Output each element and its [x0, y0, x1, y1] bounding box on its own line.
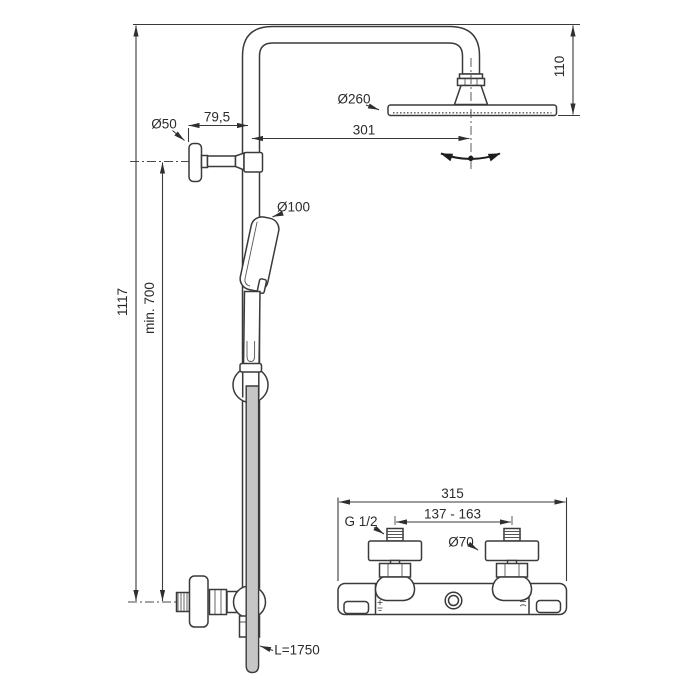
dimension-labels: 1117 min. 700 79,5 Ø50 Ø260 301 110 Ø100… [115, 56, 567, 658]
union-nut-left [378, 562, 412, 578]
temp-handle-grip [535, 599, 562, 614]
valve-outlet-ring [444, 591, 463, 610]
label-handspray-diameter: Ø100 [277, 200, 310, 215]
hand-shower [239, 216, 280, 369]
label-hose-length: L=1750 [274, 643, 319, 658]
hand-shower-head [239, 216, 280, 292]
label-valve-width: 315 [441, 486, 464, 501]
s-union-bell-right [491, 576, 533, 602]
label-head-height: 110 [552, 56, 567, 78]
temp-scale-icon [519, 601, 527, 607]
label-head-projection: 301 [353, 123, 376, 138]
bracket-clamp [243, 151, 264, 173]
extension-lines [133, 23, 580, 142]
holder-top-plate [239, 362, 263, 373]
bracket-arm [206, 155, 237, 168]
label-inlet-spacing: 137 - 163 [424, 507, 481, 522]
dimension-lines [133, 25, 576, 653]
bracket-wall-flange [188, 142, 203, 183]
label-head-diameter: Ø260 [337, 92, 370, 107]
elbow-wall-flange [188, 575, 209, 628]
hand-shower-handle [242, 290, 261, 369]
label-inlet-thread: G 1/2 [344, 514, 377, 529]
wall-bracket [188, 142, 264, 183]
label-escutcheon-diameter: Ø70 [448, 535, 474, 550]
label-bracket-diameter: Ø50 [151, 117, 177, 132]
valve-outlet-inner [447, 594, 460, 607]
escutcheon-right [484, 540, 540, 562]
label-min-height: min. 700 [142, 282, 157, 334]
shower-hose [245, 385, 260, 674]
union-nut-right [495, 562, 529, 578]
rain-shower-disc [387, 104, 558, 117]
flow-handle-grip [343, 600, 370, 615]
mixer-valve [337, 497, 568, 616]
label-overall-height: 1117 [115, 288, 130, 316]
bracket-flare [234, 151, 245, 172]
flow-scale-icon [377, 600, 383, 611]
overhead-shower-head [387, 73, 558, 117]
s-union-bell-left [374, 576, 416, 602]
label-bracket-projection: 79,5 [204, 110, 230, 125]
swivel-arrow-icon [440, 152, 501, 162]
escutcheon-left [367, 540, 423, 562]
elbow-nut [208, 588, 228, 616]
bracket-neck [200, 154, 209, 169]
